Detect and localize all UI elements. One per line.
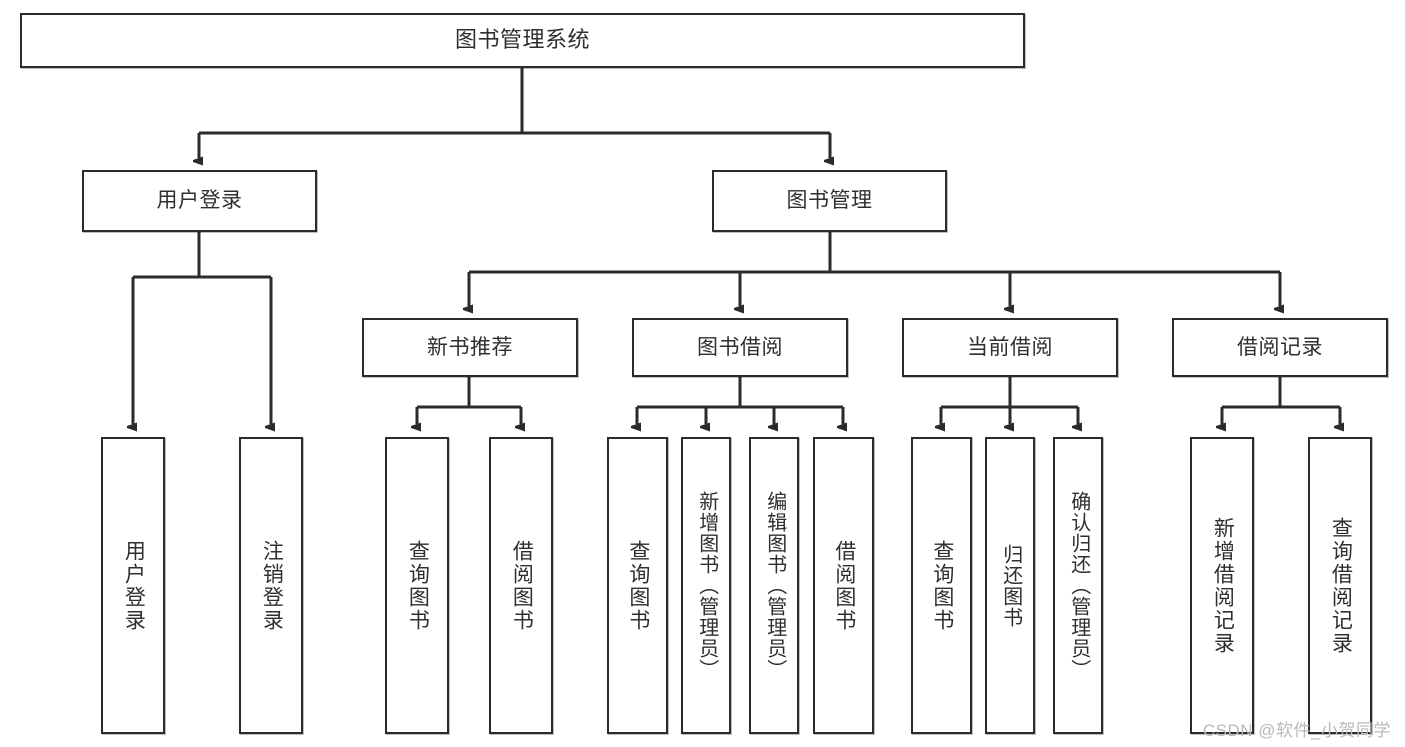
node-leaf-logout-login[interactable]: 注销登录 bbox=[239, 437, 303, 734]
node-leaf-query-book-current[interactable]: 查询图书 bbox=[911, 437, 972, 734]
node-leaf-return-book[interactable]: 归还图书 bbox=[985, 437, 1035, 734]
csdn-watermark: CSDN @软件_小贺同学 bbox=[1202, 721, 1391, 740]
node-label: 查询借阅记录 bbox=[1329, 516, 1353, 655]
node-new-book-recommend[interactable]: 新书推荐 bbox=[362, 318, 578, 377]
node-label: 查询图书 bbox=[930, 539, 954, 632]
node-leaf-edit-book[interactable]: 编辑图书（管理员） bbox=[749, 437, 799, 734]
node-label: 确认归还（管理员） bbox=[1067, 491, 1090, 680]
node-current-borrow[interactable]: 当前借阅 bbox=[902, 318, 1118, 377]
node-leaf-query-borrow-record[interactable]: 查询借阅记录 bbox=[1308, 437, 1372, 734]
node-label: 新书推荐 bbox=[427, 335, 513, 359]
node-label: 编辑图书（管理员） bbox=[763, 491, 786, 680]
node-label: 归还图书 bbox=[999, 543, 1022, 628]
node-leaf-add-borrow-record[interactable]: 新增借阅记录 bbox=[1190, 437, 1254, 734]
node-label: 图书管理系统 bbox=[454, 27, 590, 53]
node-borrow-record[interactable]: 借阅记录 bbox=[1172, 318, 1388, 377]
node-label: 借阅图书 bbox=[510, 539, 534, 632]
node-label: 新增借阅记录 bbox=[1211, 516, 1235, 655]
node-label: 当前借阅 bbox=[967, 335, 1053, 359]
node-leaf-user-login[interactable]: 用户登录 bbox=[101, 437, 165, 734]
node-leaf-query-book-borrow[interactable]: 查询图书 bbox=[607, 437, 668, 734]
node-book-borrow[interactable]: 图书借阅 bbox=[632, 318, 848, 377]
node-leaf-query-book-recommend[interactable]: 查询图书 bbox=[385, 437, 449, 734]
node-leaf-add-book[interactable]: 新增图书（管理员） bbox=[681, 437, 731, 734]
node-leaf-confirm-return[interactable]: 确认归还（管理员） bbox=[1053, 437, 1103, 734]
node-label: 图书借阅 bbox=[697, 335, 783, 359]
node-label: 新增图书（管理员） bbox=[695, 491, 718, 680]
node-leaf-borrow-book-recommend[interactable]: 借阅图书 bbox=[489, 437, 553, 734]
node-user-login[interactable]: 用户登录 bbox=[82, 170, 317, 232]
node-label: 注销登录 bbox=[260, 539, 284, 632]
node-label: 借阅图书 bbox=[832, 539, 856, 632]
node-label: 查询图书 bbox=[626, 539, 650, 632]
node-leaf-borrow-book-borrow[interactable]: 借阅图书 bbox=[813, 437, 874, 734]
node-label: 借阅记录 bbox=[1237, 335, 1323, 359]
node-label: 用户登录 bbox=[122, 539, 146, 632]
node-book-management[interactable]: 图书管理 bbox=[712, 170, 947, 232]
node-root-system[interactable]: 图书管理系统 bbox=[20, 13, 1025, 68]
node-label: 查询图书 bbox=[406, 539, 430, 632]
node-label: 图书管理 bbox=[786, 189, 873, 213]
node-label: 用户登录 bbox=[156, 189, 243, 213]
